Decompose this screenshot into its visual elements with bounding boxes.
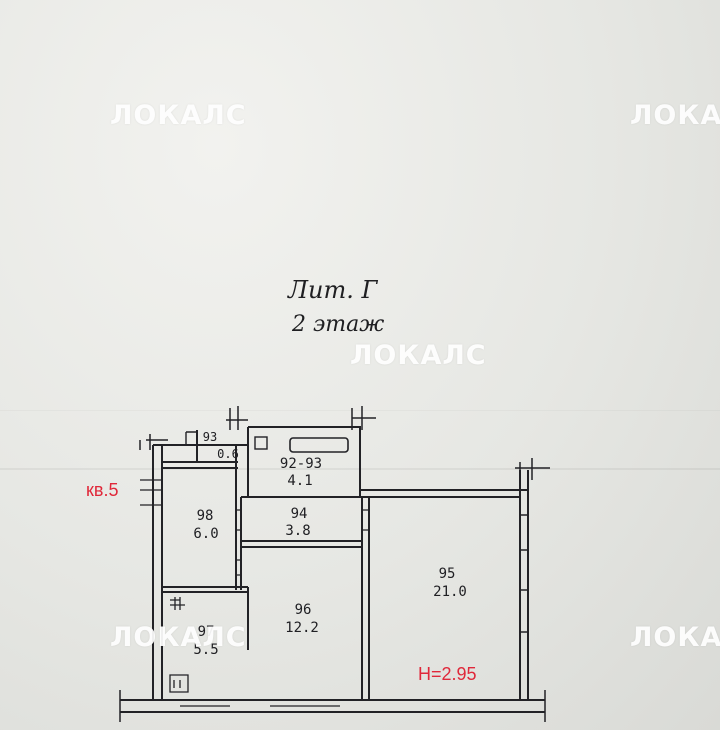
window-mark — [119, 690, 546, 722]
room-area: 6.0 — [193, 526, 219, 542]
watermark: ЛОКАЛС — [350, 340, 487, 371]
watermark: ЛОКАЛС — [110, 100, 247, 131]
room-number: 92-93 — [279, 456, 323, 472]
watermark: ЛОКАЛС — [630, 622, 720, 653]
bathtub — [289, 437, 349, 453]
sink — [254, 436, 268, 450]
watermark: ЛОКАЛС — [630, 100, 720, 131]
room-number: 94 — [290, 506, 308, 522]
title-line-2: 2 этаж — [292, 312, 385, 337]
watermark: ЛОКАЛС — [110, 622, 247, 653]
window-mark — [139, 434, 168, 450]
room-number: 93 — [202, 430, 218, 444]
window-mark — [236, 509, 241, 576]
window-mark — [362, 509, 369, 531]
room-number: 95 — [438, 566, 456, 582]
room-area: 0.6 — [217, 447, 239, 461]
room-area: 4.1 — [287, 473, 313, 489]
window-mark — [520, 514, 528, 633]
room-number: 96 — [294, 602, 312, 618]
outer-wall — [248, 426, 361, 497]
window-mark — [515, 458, 550, 480]
window-mark — [226, 406, 248, 430]
room-area: 21.0 — [433, 584, 467, 600]
window-mark — [351, 406, 376, 430]
room-number: 97 — [197, 624, 215, 640]
room-number: 98 — [196, 508, 214, 524]
ceiling-height-label: Н=2.95 — [418, 664, 477, 684]
door-mark — [185, 431, 197, 446]
title-line-1: Лит. Г — [288, 276, 378, 304]
window-mark — [140, 479, 162, 506]
room-area: 12.2 — [285, 620, 319, 636]
apartment-label: кв.5 — [86, 480, 119, 500]
room-area: 3.8 — [285, 523, 311, 539]
room-area: 5.5 — [193, 642, 219, 658]
stair-mark — [170, 597, 185, 610]
stove-mark — [169, 674, 189, 693]
